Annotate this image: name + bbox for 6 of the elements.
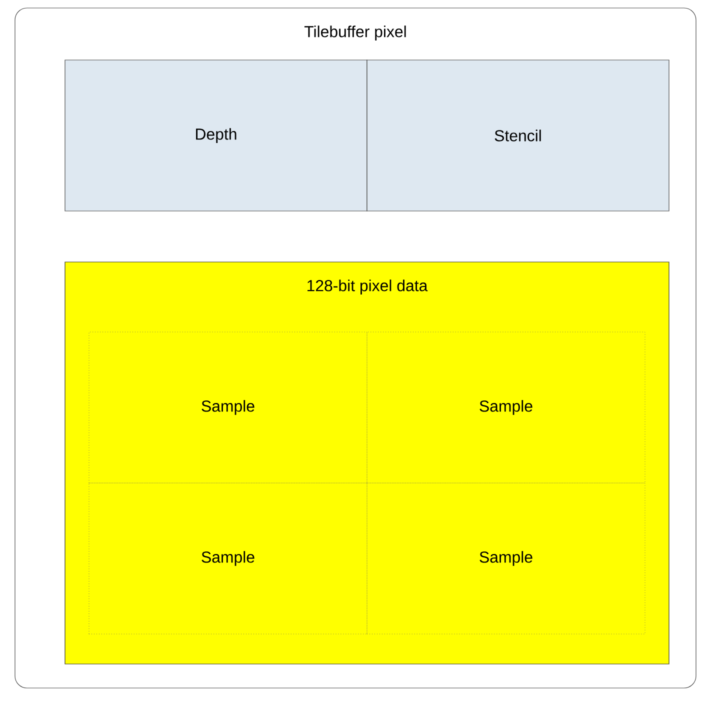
field-box: Stencil [366,60,670,212]
sample-cell: Sample [366,482,646,634]
sample-cell: Sample [88,482,368,634]
sample-cell: Sample [366,332,646,484]
sample-cell: Sample [88,332,368,484]
field-box: Depth [64,60,368,212]
